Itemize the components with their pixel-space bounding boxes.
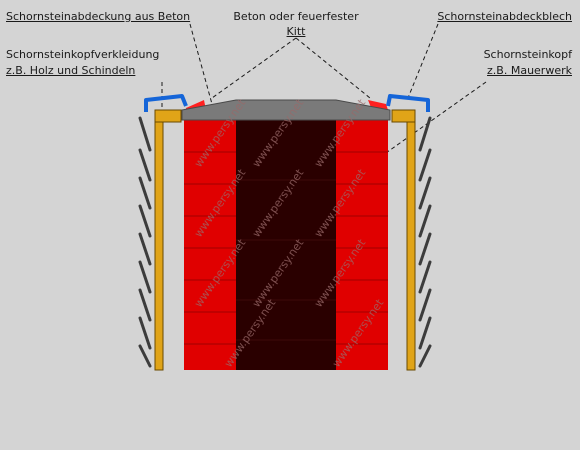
label-cladding-line2: z.B. Holz und Schindeln [6,64,136,77]
batten-right-top [391,109,416,123]
wood-battens [154,109,416,371]
shingles-right [418,116,432,368]
label-cover-sheet: Schornsteinabdeckblech [437,10,572,23]
leader-cement [211,37,297,99]
brick-right [336,120,388,370]
masonry [184,120,388,370]
label-head-line1: Schornsteinkopf [483,48,572,61]
leader-cement-right [295,37,371,99]
flue-joints [236,179,336,341]
brick-left [184,120,236,370]
flue [236,120,336,370]
label-cladding-line1: Schornsteinkopfverkleidung [6,48,160,61]
leader-concrete-cover [189,23,213,105]
cover-sheet-right [386,94,430,112]
shingles-left [138,116,152,368]
label-cement-line1: Beton oder feuerfester [233,10,359,23]
mortar-lines [184,151,388,345]
concrete-cap [181,99,391,121]
cover-sheet [144,94,430,112]
label-head-line2: z.B. Mauerwerk [487,64,572,77]
label-cement-line2: Kitt [286,25,306,38]
cover-sheet-left [144,94,188,112]
leader-head [375,81,487,161]
label-concrete-cover: Schornsteinabdeckung aus Beton [6,10,191,23]
batten-left-top [154,109,182,123]
leader-cover-sheet [407,23,439,99]
batten-right-vertical [406,119,416,371]
batten-left-vertical [154,119,164,371]
